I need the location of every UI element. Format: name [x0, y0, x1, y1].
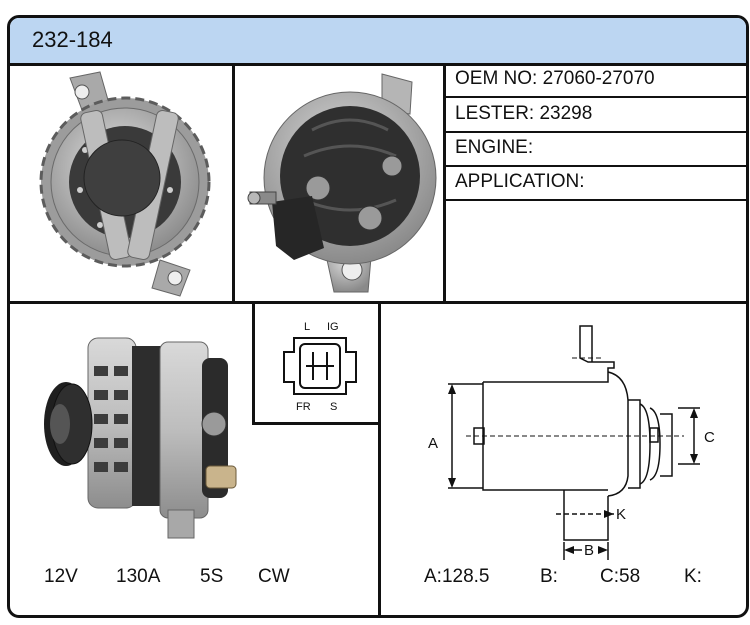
dim-label-k: K [616, 506, 626, 523]
divider [443, 131, 746, 133]
divider [443, 63, 446, 303]
pin-label-ig: IG [327, 321, 339, 333]
spec-label: LESTER: [455, 103, 535, 124]
divider [443, 199, 746, 201]
dim-label-a: A [428, 435, 438, 452]
spec-sheet: 232-184 OEM NO: 27060-27070 LESTER: 2329… [7, 15, 749, 618]
spec-label: ENGINE: [455, 137, 534, 158]
dimension-label: K: [684, 566, 702, 587]
pin-label-s: S [330, 401, 337, 413]
spec-value: 27060-27070 [542, 68, 655, 89]
dimension-c: C:58 [600, 566, 640, 588]
alternator-side-image [44, 337, 237, 539]
spec-value: 23298 [539, 103, 593, 124]
divider [443, 165, 746, 167]
dimension-a: A:128.5 [424, 566, 490, 588]
pin-label-fr: FR [296, 401, 311, 413]
connector-diagram: L IG FR S [283, 321, 357, 413]
dimension-label: C: [600, 566, 619, 587]
connector-pins-icon [306, 352, 334, 380]
spec-label: OEM NO: [455, 68, 538, 89]
connector-outline-icon [283, 337, 357, 395]
part-number: 232-184 [32, 27, 113, 52]
dimension-k: K: [684, 566, 702, 588]
pin-label-l: L [304, 321, 310, 333]
dim-label-c: C [704, 429, 715, 446]
divider [252, 422, 380, 425]
dimension-value: 58 [619, 566, 641, 587]
spec-oem: OEM NO: 27060-27070 [455, 68, 655, 90]
spec-application: APPLICATION: [455, 171, 585, 193]
dimension-value: 128.5 [441, 566, 490, 587]
divider [378, 304, 381, 615]
alternator-front-image [39, 71, 211, 297]
spec-engine: ENGINE: [455, 137, 533, 159]
dimension-label: A: [424, 566, 442, 587]
rating-amperage: 130A [116, 566, 161, 587]
dimension-label: B: [540, 566, 558, 587]
divider [443, 96, 746, 98]
dimension-b: B: [540, 566, 558, 588]
divider [232, 63, 235, 303]
divider [252, 304, 255, 424]
dimension-drawing: A C B K [428, 325, 715, 560]
spec-lester: LESTER: 23298 [455, 103, 592, 125]
divider [10, 301, 746, 304]
rating-rotation: CW [258, 566, 290, 587]
dim-label-b: B [584, 542, 594, 559]
alternator-rear-image [247, 73, 437, 293]
rating-pulley: 5S [200, 566, 224, 587]
spec-label: APPLICATION: [455, 171, 585, 192]
rating-voltage: 12V [44, 566, 78, 587]
title-bar: 232-184 [10, 18, 746, 66]
